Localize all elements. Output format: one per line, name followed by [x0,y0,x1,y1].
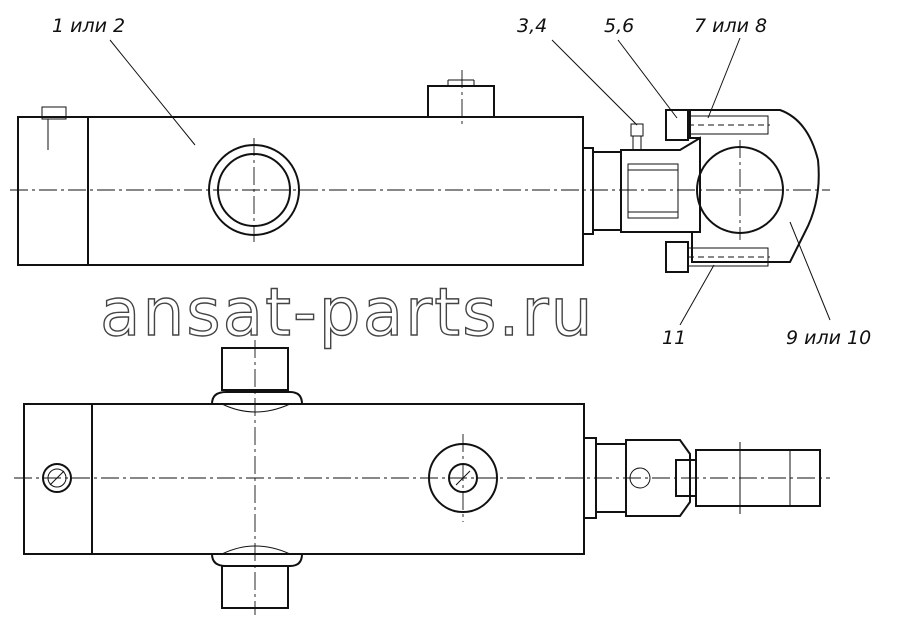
label-part-9-10: 9 или 10 [786,327,871,349]
clamp-eye [689,109,820,263]
label-part-5-6: 5,6 [604,15,634,37]
label-part-3-4: 3,4 [517,15,547,37]
port-boss-top [427,85,495,118]
leader-lines [109,37,831,326]
label-part-11: 11 [662,327,686,349]
bottom-view [14,340,830,615]
cylinder-body-bottom [23,403,585,555]
label-part-1-2: 1 или 2 [52,15,125,37]
watermark: ansat-parts.ru [100,274,594,351]
cylinder-body-top [17,116,584,266]
label-part-7-8: 7 или 8 [694,15,767,37]
top-view [10,70,830,273]
